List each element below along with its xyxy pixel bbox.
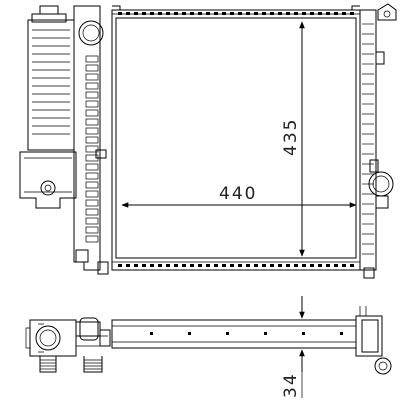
- depth-dimension-label: 34: [281, 372, 301, 398]
- upper-inlet-pipe: [78, 20, 104, 46]
- radiator-core: [111, 5, 361, 271]
- depth-dimension: [296, 296, 310, 398]
- right-tank: [359, 3, 397, 279]
- height-dimension-label: 435: [281, 118, 301, 156]
- left-tank: [19, 5, 109, 275]
- width-dimension-label: 440: [219, 184, 257, 204]
- bottom-view: [25, 306, 392, 375]
